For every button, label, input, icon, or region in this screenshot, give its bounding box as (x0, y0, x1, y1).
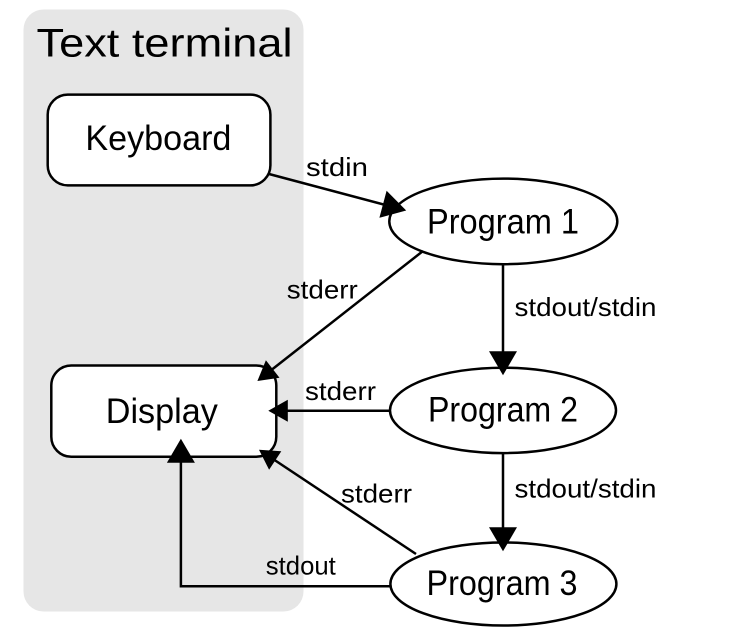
svg-text:stdout: stdout (266, 551, 337, 581)
svg-text:stdin: stdin (306, 152, 368, 182)
svg-text:stdout/stdin: stdout/stdin (515, 292, 657, 322)
svg-text:Display: Display (106, 392, 218, 431)
svg-text:Program 1: Program 1 (427, 202, 579, 241)
svg-text:stderr: stderr (287, 275, 358, 305)
svg-text:Text terminal: Text terminal (37, 21, 293, 65)
svg-text:Program 2: Program 2 (428, 391, 578, 430)
svg-text:Keyboard: Keyboard (85, 119, 231, 158)
svg-text:stdout/stdin: stdout/stdin (515, 474, 657, 504)
svg-text:Program 3: Program 3 (427, 564, 578, 603)
svg-text:stderr: stderr (341, 479, 412, 509)
svg-text:stderr: stderr (305, 376, 376, 406)
